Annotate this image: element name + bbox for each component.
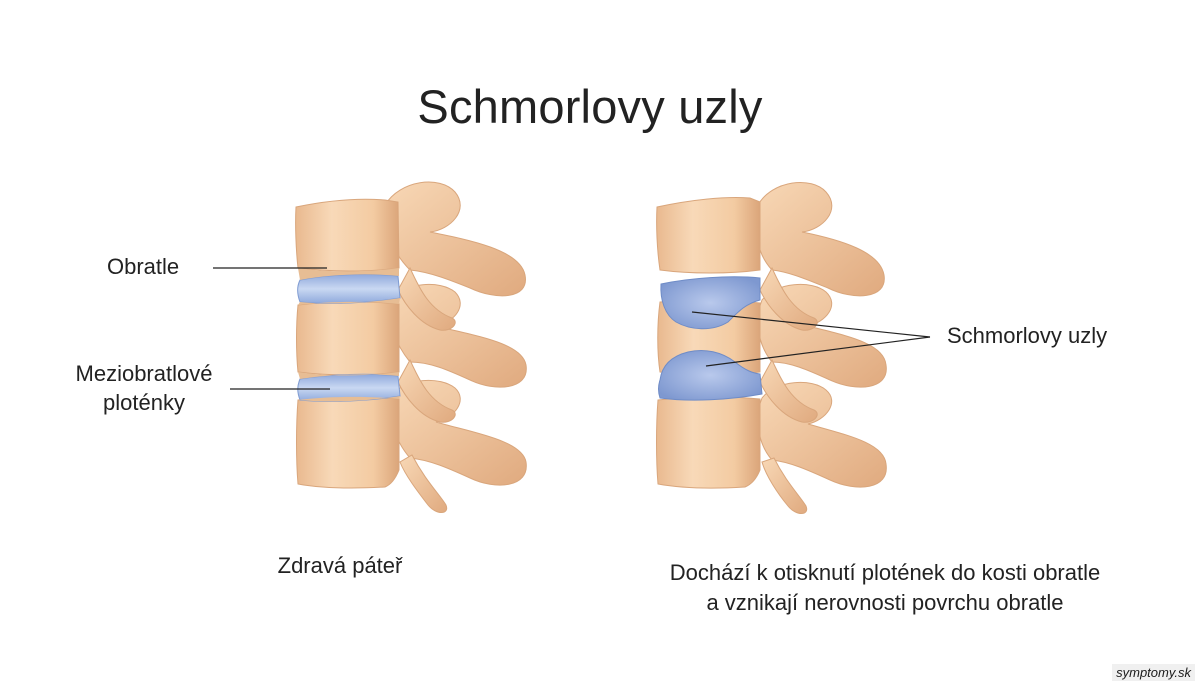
affected-vertebra-3 — [656, 396, 761, 489]
caption-healthy: Zdravá páteř — [277, 553, 403, 578]
affected-processes — [755, 181, 887, 514]
healthy-vertebra-1 — [295, 198, 400, 272]
healthy-disc-1 — [297, 273, 401, 304]
nodes-leader-line-lower — [705, 336, 931, 367]
watermark: symptomy.sk — [1112, 664, 1195, 681]
label-schmorl-nodes: Schmorlovy uzly — [947, 323, 1108, 348]
page-title: Schmorlovy uzly — [417, 80, 763, 134]
healthy-vertebra-3 — [296, 396, 400, 489]
affected-vertebra-1 — [656, 196, 761, 274]
caption-affected-line2: a vznikají nerovnosti povrchu obratle — [706, 590, 1064, 615]
caption-affected: Dochází k otisknutí plotének do kosti ob… — [620, 558, 1150, 618]
schmorl-node-upper — [660, 276, 761, 330]
healthy-vertebra-2 — [296, 301, 400, 376]
caption-affected-line1: Dochází k otisknutí plotének do kosti ob… — [669, 560, 1101, 585]
healthy-processes — [384, 181, 527, 513]
affected-spine — [656, 181, 887, 514]
label-vertebra: Obratle — [107, 254, 180, 279]
nodes-leader-line-upper — [691, 311, 931, 338]
schmorl-node-lower — [658, 349, 763, 401]
label-discs-line2: ploténky — [103, 390, 185, 415]
healthy-spine — [295, 181, 527, 513]
label-discs: Meziobratlové ploténky — [58, 359, 230, 417]
label-discs-line1: Meziobratlové — [75, 361, 213, 386]
